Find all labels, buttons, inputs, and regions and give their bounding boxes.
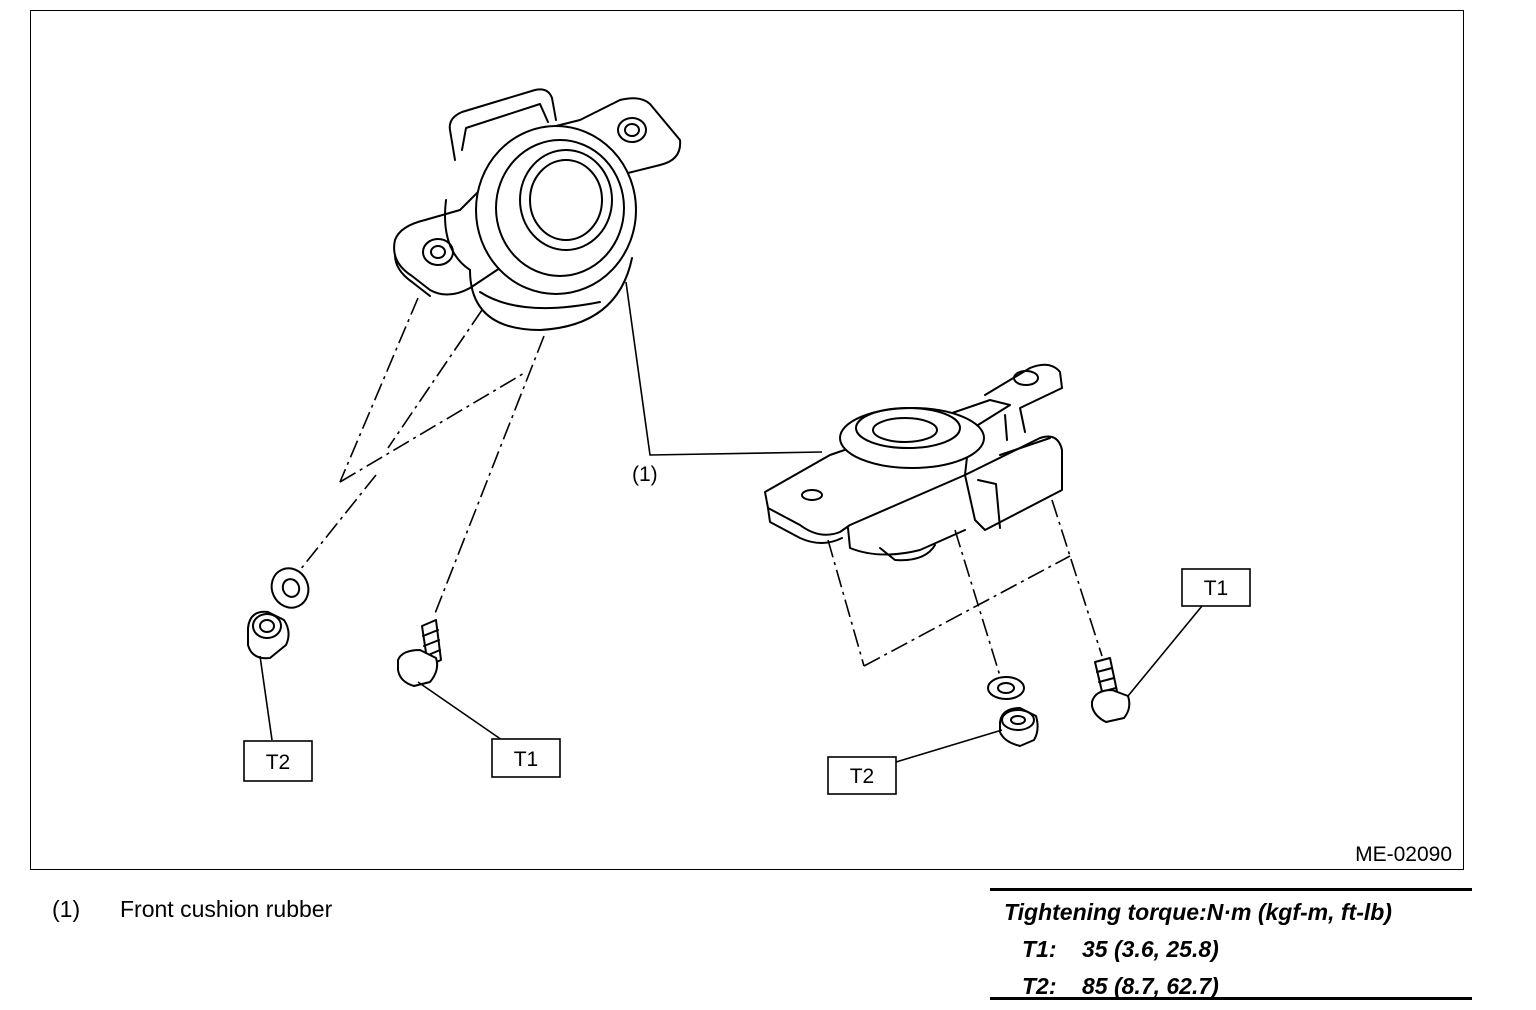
right-cushion-rubber: [764, 363, 1063, 562]
torque-row-t2-value: 85 (8.7, 62.7): [1082, 973, 1219, 999]
callout-t2-left-label: T2: [266, 751, 291, 774]
torque-title: Tightening torque:N·m (kgf-m, ft-lb): [1004, 899, 1392, 925]
callout-t1-left: T1: [491, 738, 561, 778]
legend: (1) Front cushion rubber: [52, 896, 332, 923]
right-washer: [987, 676, 1025, 700]
figure-code: ME-02090: [1355, 843, 1452, 866]
callout-part-1: (1): [632, 463, 658, 486]
torque-row-t1-value: 35 (3.6, 25.8): [1082, 936, 1219, 962]
leader-lines: [259, 281, 1203, 763]
legend-item: (1) Front cushion rubber: [52, 896, 332, 923]
callout-t2-right: T2: [827, 756, 897, 795]
callout-t2-left: T2: [243, 740, 313, 782]
legend-item-number: (1): [52, 896, 81, 922]
figure-frame: [30, 10, 1464, 870]
torque-row-t2-key: T2:: [1022, 973, 1057, 999]
left-bolt: [397, 619, 442, 687]
torque-row-t1-key: T1:: [1022, 936, 1057, 962]
torque-table: Tightening torque:N·m (kgf-m, ft-lb) T1:…: [990, 888, 1472, 1000]
callout-t1-right: T1: [1181, 568, 1251, 607]
callout-t1-right-label: T1: [1204, 577, 1229, 600]
callout-t1-left-label: T1: [514, 748, 539, 771]
legend-item-label: Front cushion rubber: [120, 896, 333, 922]
left-washer: [270, 567, 310, 609]
left-nut: [247, 610, 290, 660]
left-cushion-rubber: [393, 88, 682, 331]
callout-t2-right-label: T2: [850, 765, 875, 788]
assembly-lines: [299, 297, 1103, 677]
right-bolt: [1091, 657, 1131, 723]
right-nut: [999, 707, 1039, 747]
